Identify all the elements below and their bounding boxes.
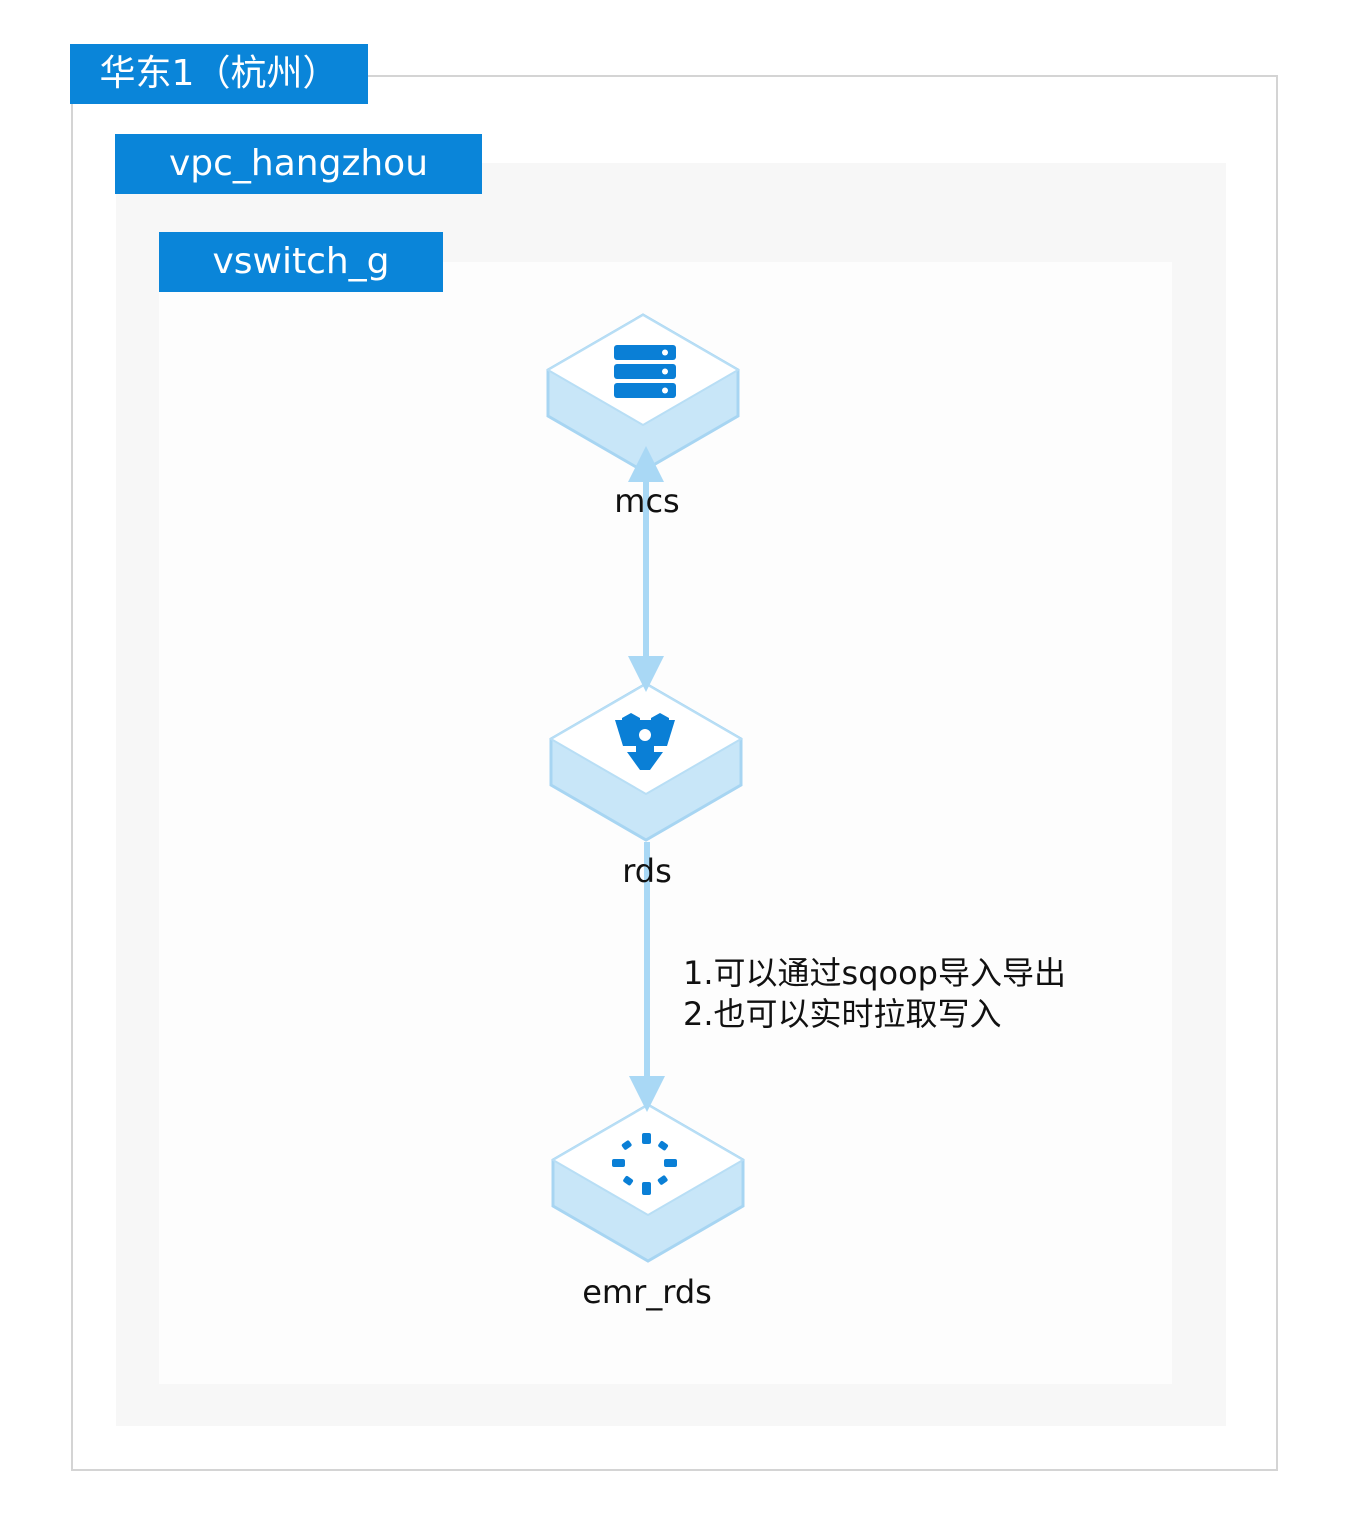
node-emr-rds[interactable] [551, 1103, 745, 1263]
rds-database-icon [615, 713, 675, 770]
node-label-emr-rds: emr_rds [582, 1273, 712, 1311]
emr-cluster-icon [612, 1133, 677, 1195]
annotation-line-1: 1.可以通过sqoop导入导出 [683, 954, 1066, 992]
region-tag: 华东1（杭州） [70, 44, 368, 104]
node-label-rds: rds [622, 852, 672, 890]
node-rds[interactable] [549, 682, 743, 842]
node-label-mcs: mcs [614, 482, 680, 520]
vswitch-tag: vswitch_g [159, 232, 443, 292]
vpc-tag: vpc_hangzhou [115, 134, 482, 194]
server-stack-icon [614, 345, 676, 398]
annotation-line-2: 2.也可以实时拉取写入 [683, 995, 1002, 1033]
node-mcs[interactable] [546, 313, 740, 473]
edge-annotation: 1.可以通过sqoop导入导出 2.也可以实时拉取写入 [683, 953, 1163, 1035]
